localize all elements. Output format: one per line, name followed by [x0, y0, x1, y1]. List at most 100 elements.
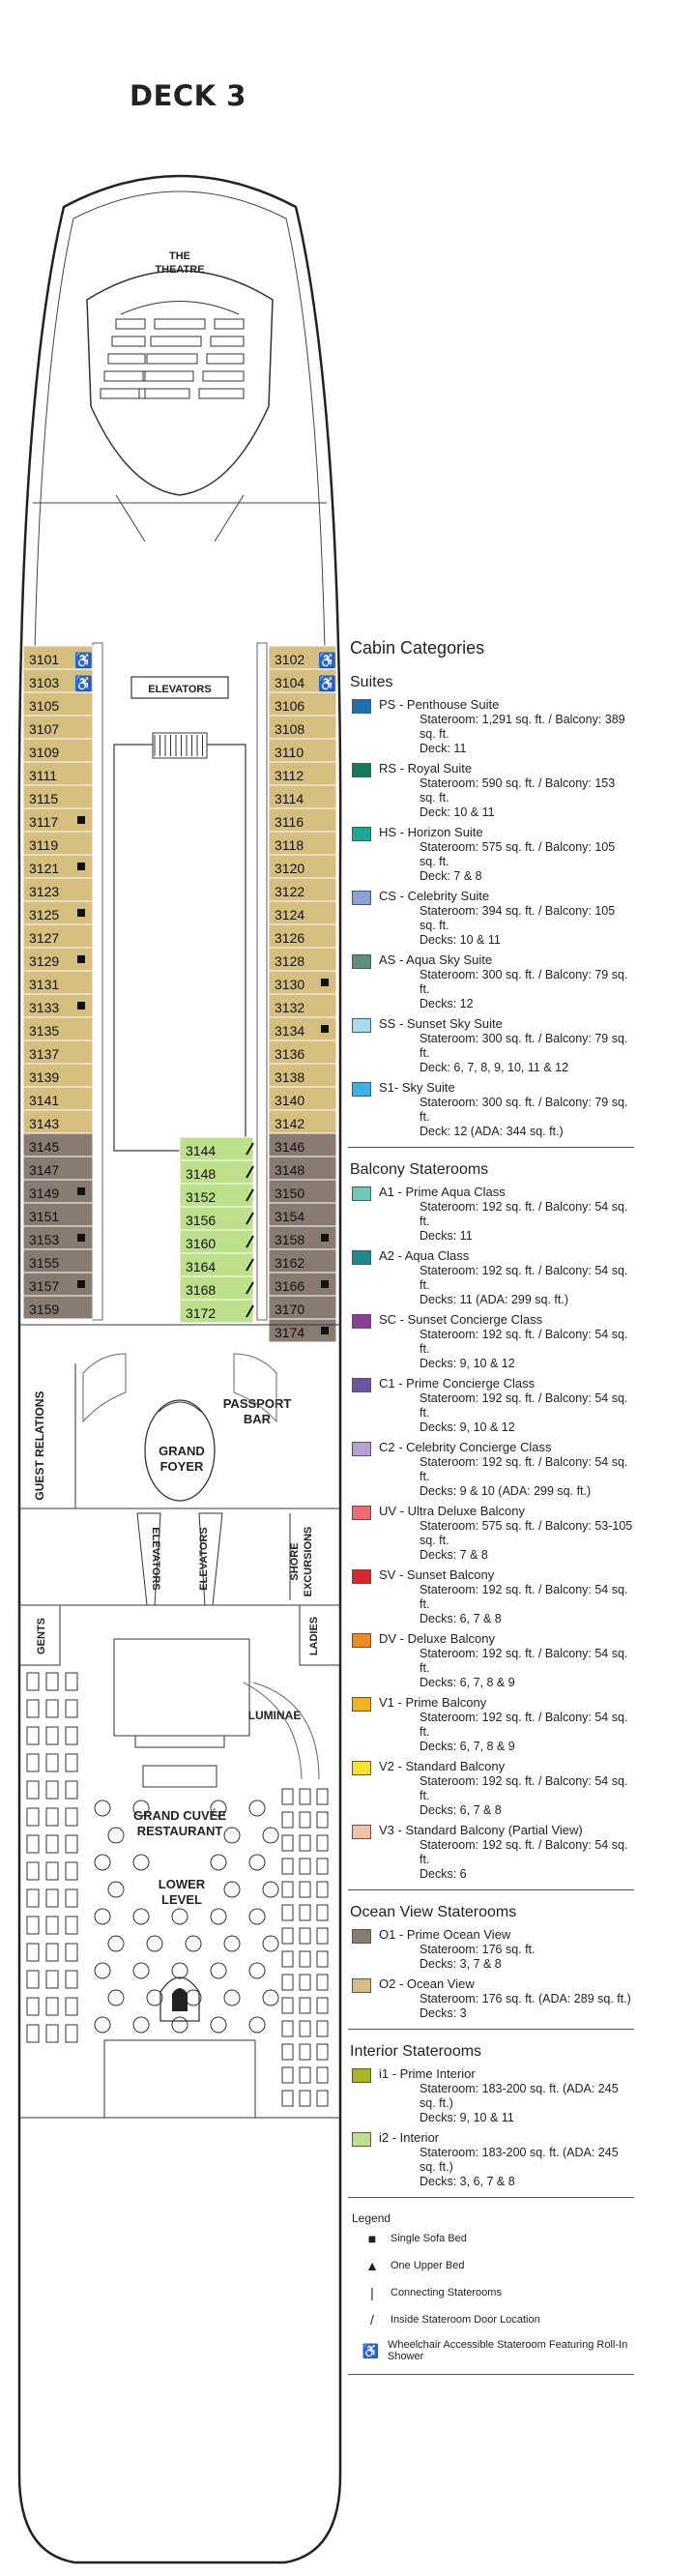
- dining-table: [45, 2024, 59, 2043]
- cabin-3162[interactable]: 3162: [268, 1248, 337, 1273]
- legend-category-detail: Decks: 6, 7, 8 & 9: [420, 1740, 515, 1753]
- cabin-3141[interactable]: 3141: [22, 1086, 94, 1111]
- cabin-3106[interactable]: 3106: [268, 691, 337, 717]
- cabin-3104[interactable]: 3104♿: [268, 668, 337, 693]
- cabin-3132[interactable]: 3132: [268, 993, 337, 1018]
- cabin-3140[interactable]: 3140: [268, 1086, 337, 1111]
- cabin-3166[interactable]: 3166: [268, 1272, 337, 1297]
- legend-swatch: [352, 1761, 371, 1775]
- legend-category-detail: Stateroom: 192 sq. ft. / Balcony: 54 sq.…: [420, 1455, 628, 1483]
- cabin-number: 3144: [186, 1143, 216, 1158]
- cabin-3159[interactable]: 3159: [22, 1295, 94, 1320]
- cabin-3101[interactable]: 3101♿: [22, 645, 94, 670]
- cabin-3117[interactable]: 3117: [22, 807, 94, 833]
- cabin-3116[interactable]: 3116: [268, 807, 337, 833]
- cabin-3144[interactable]: 3144: [179, 1136, 254, 1161]
- midship-structure: ELEVATORS: [92, 642, 268, 1321]
- cabin-3155[interactable]: 3155: [22, 1248, 94, 1273]
- cabin-3133[interactable]: 3133: [22, 993, 94, 1018]
- cabin-3174[interactable]: 3174: [268, 1318, 337, 1343]
- shore-excursions-label-2: EXCURSIONS: [303, 1527, 314, 1597]
- cabin-3157[interactable]: 3157: [22, 1272, 94, 1297]
- cabin-3153[interactable]: 3153: [22, 1225, 94, 1250]
- cabin-3114[interactable]: 3114: [268, 784, 337, 809]
- cabin-3102[interactable]: 3102♿: [268, 645, 337, 670]
- cabin-3168[interactable]: 3168: [179, 1275, 254, 1301]
- cabin-3148[interactable]: 3148: [179, 1159, 254, 1185]
- dining-table: [94, 1800, 111, 1817]
- cabin-3128[interactable]: 3128: [268, 947, 337, 972]
- legend-category-name: O2 - Ocean View: [379, 1976, 475, 1991]
- cabin-3130[interactable]: 3130: [268, 970, 337, 995]
- dining-table: [248, 2016, 266, 2034]
- legend-category-name: V2 - Standard Balcony: [379, 1759, 506, 1773]
- cabin-number: 3142: [275, 1116, 304, 1131]
- cabin-3105[interactable]: 3105: [22, 691, 94, 717]
- cabin-3124[interactable]: 3124: [268, 900, 337, 925]
- cabin-3119[interactable]: 3119: [22, 831, 94, 856]
- cabin-3160[interactable]: 3160: [179, 1229, 254, 1254]
- cabin-3125[interactable]: 3125: [22, 900, 94, 925]
- dining-table: [45, 1672, 59, 1691]
- wheelchair-icon: ♿: [318, 675, 336, 692]
- cabin-number: 3141: [29, 1093, 59, 1108]
- cabin-3129[interactable]: 3129: [22, 947, 94, 972]
- cabin-3131[interactable]: 3131: [22, 970, 94, 995]
- cabin-fill: [22, 877, 94, 902]
- cabin-3158[interactable]: 3158: [268, 1225, 337, 1250]
- aft-upper: GENTS LADIES LUMINAE: [18, 1604, 341, 1780]
- cabin-3136[interactable]: 3136: [268, 1039, 337, 1065]
- cabin-3156[interactable]: 3156: [179, 1206, 254, 1231]
- cabin-3127[interactable]: 3127: [22, 923, 94, 949]
- legend-swatch: [352, 1378, 371, 1392]
- cabin-3115[interactable]: 3115: [22, 784, 94, 809]
- cabin-3146[interactable]: 3146: [268, 1132, 337, 1157]
- cabin-number: 3132: [275, 1000, 304, 1015]
- dining-table: [26, 1753, 40, 1772]
- cabin-3150[interactable]: 3150: [268, 1179, 337, 1204]
- cabin-3118[interactable]: 3118: [268, 831, 337, 856]
- legend-swatch: [352, 1186, 371, 1201]
- legend-category-detail: Decks: 3, 7 & 8: [420, 1957, 502, 1971]
- cabin-3108[interactable]: 3108: [268, 715, 337, 740]
- legend-category-detail: Stateroom: 575 sq. ft. / Balcony: 53-105…: [420, 1519, 633, 1547]
- cabin-3138[interactable]: 3138: [268, 1063, 337, 1088]
- cabin-3126[interactable]: 3126: [268, 923, 337, 949]
- cabin-3172[interactable]: 3172: [179, 1299, 254, 1324]
- cabin-3103[interactable]: 3103♿: [22, 668, 94, 693]
- theatre-seat-row: [146, 353, 198, 365]
- cabin-3143[interactable]: 3143: [22, 1109, 94, 1134]
- cabin-3121[interactable]: 3121: [22, 854, 94, 879]
- cabin-3170[interactable]: 3170: [268, 1295, 337, 1320]
- cabin-3123[interactable]: 3123: [22, 877, 94, 902]
- cabin-3111[interactable]: 3111: [22, 761, 94, 786]
- cabin-3164[interactable]: 3164: [179, 1252, 254, 1277]
- cabin-3110[interactable]: 3110: [268, 738, 337, 763]
- dining-table: [65, 1916, 78, 1935]
- cabin-3139[interactable]: 3139: [22, 1063, 94, 1088]
- legend-category-detail: Decks: 6, 7 & 8: [420, 1803, 502, 1817]
- cabin-3147[interactable]: 3147: [22, 1156, 94, 1181]
- dining-table: [132, 1962, 150, 1979]
- cabin-3152[interactable]: 3152: [179, 1183, 254, 1208]
- theatre-seat-row: [202, 370, 245, 382]
- theatre-seat-row: [115, 318, 146, 330]
- cabin-3154[interactable]: 3154: [268, 1202, 337, 1227]
- cabin-3112[interactable]: 3112: [268, 761, 337, 786]
- cabin-3107[interactable]: 3107: [22, 715, 94, 740]
- wheelchair-icon: ♿: [74, 675, 93, 692]
- legend-category-detail: Stateroom: 192 sq. ft. / Balcony: 54 sq.…: [420, 1264, 628, 1292]
- cabin-3142[interactable]: 3142: [268, 1109, 337, 1134]
- cabin-fill: [22, 1039, 94, 1065]
- cabin-3151[interactable]: 3151: [22, 1202, 94, 1227]
- cabin-3109[interactable]: 3109: [22, 738, 94, 763]
- cabin-3149[interactable]: 3149: [22, 1179, 94, 1204]
- cabin-3137[interactable]: 3137: [22, 1039, 94, 1065]
- cabin-3120[interactable]: 3120: [268, 854, 337, 879]
- cabin-3148[interactable]: 3148: [268, 1156, 337, 1181]
- cabin-3135[interactable]: 3135: [22, 1016, 94, 1041]
- cabin-3134[interactable]: 3134: [268, 1016, 337, 1041]
- cabin-3122[interactable]: 3122: [268, 877, 337, 902]
- cabin-3145[interactable]: 3145: [22, 1132, 94, 1157]
